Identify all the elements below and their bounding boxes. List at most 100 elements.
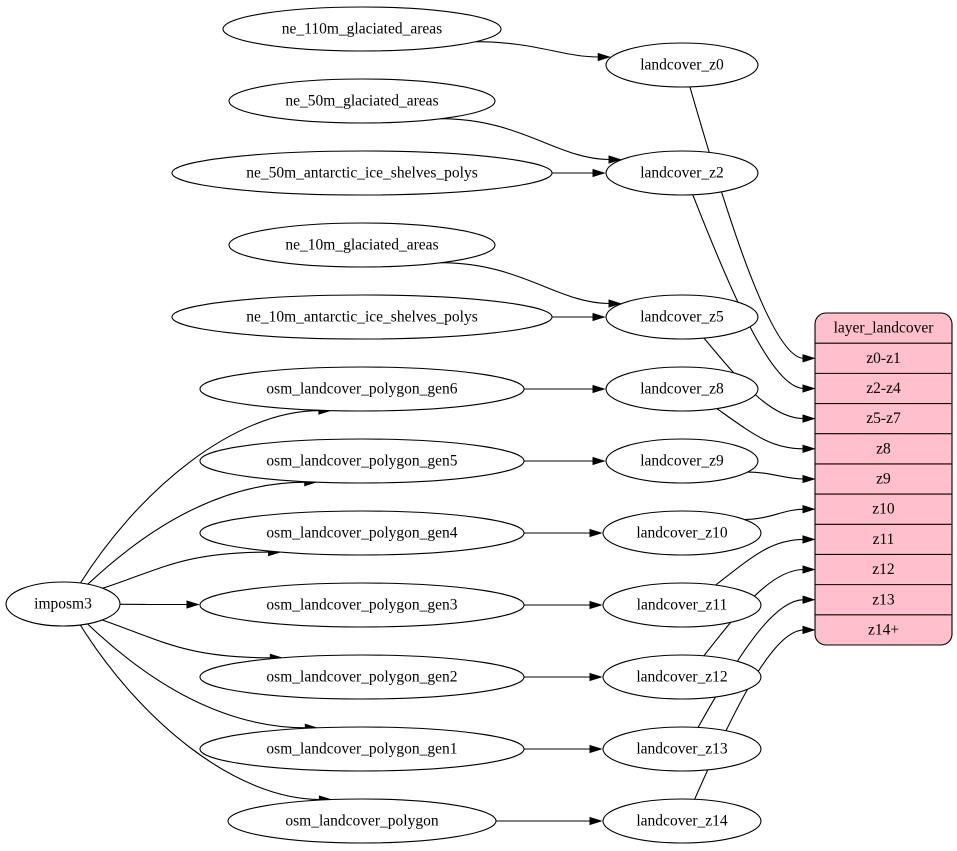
node-label: osm_landcover_polygon_gen3	[266, 597, 457, 614]
edge-imposm3-osmgen1	[87, 623, 307, 729]
record-row-label[interactable]: z5-z7	[866, 410, 901, 427]
edge-lcz13-z13-arrow	[802, 595, 816, 604]
node-label: ne_110m_glaciated_areas	[282, 21, 442, 38]
node-label: ne_50m_glaciated_areas	[285, 93, 438, 110]
node-label: osm_landcover_polygon_gen6	[266, 381, 457, 398]
node-osmgen2[interactable]: osm_landcover_polygon_gen2	[199, 654, 525, 700]
node-label: ne_50m_antarctic_ice_shelves_polys	[246, 165, 478, 182]
node-lcz14[interactable]: landcover_z14	[602, 798, 762, 844]
node-shape	[199, 438, 525, 484]
node-label: landcover_z13	[636, 741, 727, 758]
edge-imposm3-osmgen6	[79, 410, 320, 584]
edge-ne10ga-lcz5	[440, 262, 610, 305]
node-osmpoly[interactable]: osm_landcover_polygon	[227, 798, 497, 844]
node-shape	[171, 150, 553, 196]
node-ne10ais[interactable]: ne_10m_antarctic_ice_shelves_polys	[171, 294, 553, 340]
node-lcz12[interactable]: landcover_z12	[602, 654, 762, 700]
node-shape	[602, 582, 762, 628]
node-lcz11[interactable]: landcover_z11	[602, 582, 762, 628]
node-label: landcover_z5	[640, 309, 724, 326]
node-shape	[228, 222, 496, 268]
edge-imposm3-osmpoly	[79, 624, 321, 801]
node-label: landcover_z14	[636, 813, 727, 830]
edge-ne10ga-lcz5-arrow	[608, 299, 622, 308]
node-shape	[605, 42, 759, 88]
record-row-label[interactable]: z14+	[868, 621, 899, 638]
node-shape	[5, 581, 121, 627]
node-osmgen4[interactable]: osm_landcover_polygon_gen4	[199, 510, 525, 556]
node-shape	[605, 438, 759, 484]
node-osmgen6[interactable]: osm_landcover_polygon_gen6	[199, 366, 525, 412]
edge-osmpoly-lcz14-arrow	[589, 816, 603, 826]
edge-lcz11-z11-arrow	[802, 535, 816, 544]
record-row-label[interactable]: z12	[872, 561, 894, 578]
node-shape	[199, 726, 525, 772]
record-row-label[interactable]: z10	[872, 501, 895, 518]
edge-lcz5-z5-z7	[703, 337, 804, 420]
edge-lcz14-z14+	[694, 629, 804, 800]
record-row-label[interactable]: z0-z1	[866, 350, 900, 367]
node-osmgen1[interactable]: osm_landcover_polygon_gen1	[199, 726, 525, 772]
node-shape	[199, 654, 525, 700]
node-lcz2[interactable]: landcover_z2	[605, 150, 759, 196]
edge-lcz10-z10-arrow	[802, 505, 816, 514]
node-shape	[605, 366, 759, 412]
node-lcz9[interactable]: landcover_z9	[605, 438, 759, 484]
node-lcz8[interactable]: landcover_z8	[605, 366, 759, 412]
node-lcz0[interactable]: landcover_z0	[605, 42, 759, 88]
node-imposm3[interactable]: imposm3	[5, 581, 121, 627]
node-label: landcover_z9	[640, 453, 724, 470]
node-label: osm_landcover_polygon_gen1	[266, 741, 457, 758]
node-shape	[171, 294, 553, 340]
record-row-label[interactable]: z11	[873, 531, 895, 548]
nodes-layer: imposm3 ne_110m_glaciated_areas ne_50m_gla…	[5, 6, 762, 844]
edge-lcz12-z12-arrow	[802, 565, 816, 574]
node-lcz10[interactable]: landcover_z10	[602, 510, 762, 556]
edge-lcz14-z14+-arrow	[802, 625, 816, 635]
edge-lcz5-z5-z7-arrow	[802, 414, 816, 423]
edge-lcz8-z8	[716, 408, 804, 450]
node-label: imposm3	[34, 596, 92, 613]
edge-ne110ga-lcz0	[475, 41, 600, 58]
node-shape	[199, 582, 525, 628]
record-row-label[interactable]: z13	[872, 591, 895, 608]
node-ne50ga[interactable]: ne_50m_glaciated_areas	[228, 78, 496, 124]
edge-imposm3-osmgen3-arrow	[186, 600, 200, 609]
edge-lcz9-z9	[747, 471, 804, 480]
node-label: landcover_z2	[640, 165, 724, 182]
edge-ne50ga-lcz2-arrow	[608, 155, 622, 164]
node-ne10ga[interactable]: ne_10m_glaciated_areas	[228, 222, 496, 268]
node-ne110ga[interactable]: ne_110m_glaciated_areas	[222, 6, 502, 52]
edge-osmgen1-lcz13-arrow	[589, 744, 603, 754]
edge-osmgen4-lcz10-arrow	[589, 528, 603, 538]
edge-lcz2-z2-z4	[692, 194, 804, 390]
edge-lcz2-z2-z4-arrow	[802, 384, 816, 393]
node-label: landcover_z8	[640, 381, 724, 398]
node-label: landcover_z12	[636, 669, 727, 686]
edge-osmgen5-lcz9-arrow	[592, 456, 606, 466]
record-row-label[interactable]: z2-z4	[866, 380, 901, 397]
node-shape	[602, 510, 762, 556]
edge-lcz13-z13	[697, 599, 804, 728]
node-label: osm_landcover_polygon_gen4	[266, 525, 457, 542]
edge-osmgen3-lcz11-arrow	[589, 600, 603, 610]
edge-lcz0-z0-z1-arrow	[802, 354, 816, 363]
record-node-layer-landcover[interactable]: layer_landcover z0-z1 z2-z4 z5-z7 z8 z9 z10 z11…	[814, 312, 953, 646]
node-label: ne_10m_antarctic_ice_shelves_polys	[246, 309, 478, 326]
node-shape	[602, 798, 762, 844]
node-osmgen5[interactable]: osm_landcover_polygon_gen5	[199, 438, 525, 484]
node-shape	[605, 294, 759, 340]
record-row-label[interactable]: z8	[876, 440, 891, 457]
node-shape	[222, 6, 502, 52]
node-lcz13[interactable]: landcover_z13	[602, 726, 762, 772]
node-ne50ais[interactable]: ne_50m_antarctic_ice_shelves_polys	[171, 150, 553, 196]
node-lcz5[interactable]: landcover_z5	[605, 294, 759, 340]
record-header-label: layer_landcover	[834, 320, 935, 337]
record-row-label[interactable]: z9	[876, 471, 891, 488]
node-shape	[199, 366, 525, 412]
edge-imposm3-osmgen5	[87, 481, 306, 585]
edge-osmgen6-lcz8-arrow	[592, 384, 606, 394]
node-shape	[227, 798, 497, 844]
node-osmgen3[interactable]: osm_landcover_polygon_gen3	[199, 582, 525, 628]
